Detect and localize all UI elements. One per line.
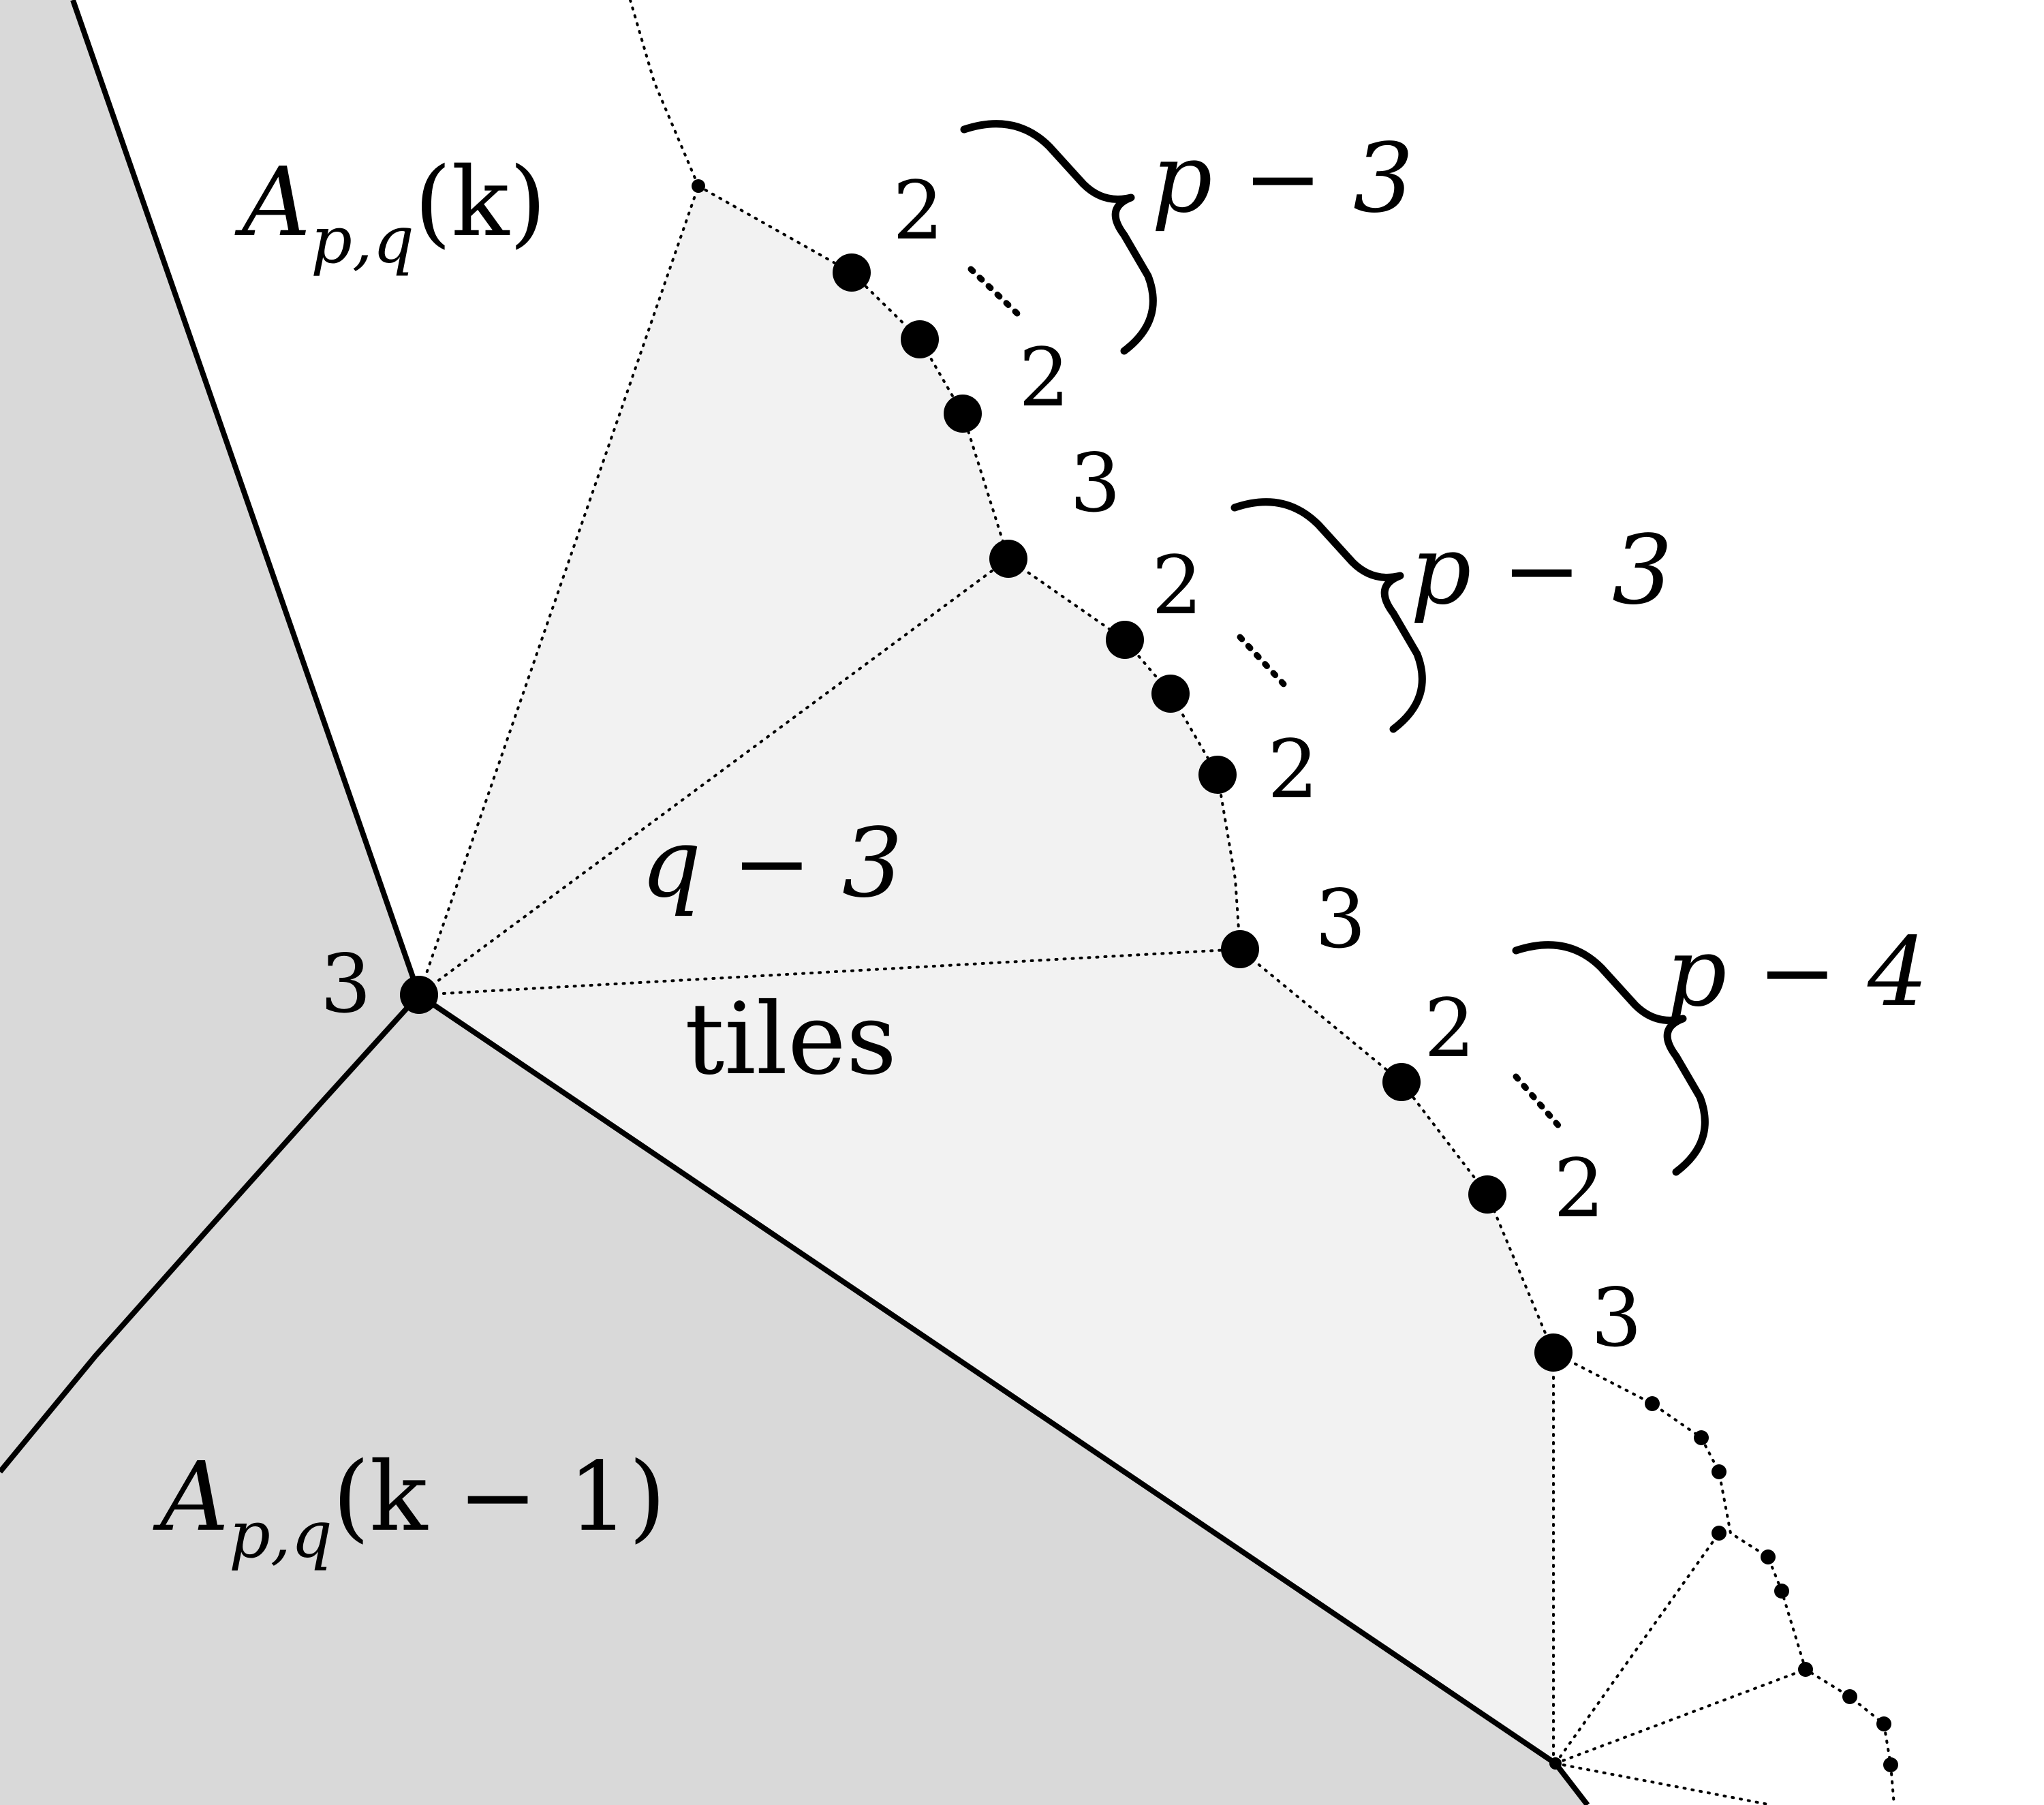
degree-label-3: 2	[1151, 538, 1203, 632]
vertex-dots	[400, 179, 1898, 1772]
vertex-b3	[1198, 756, 1237, 794]
ellipsis-1	[967, 266, 1022, 318]
vertex-a1	[833, 253, 871, 292]
label-region-k: Ap,q(k)	[234, 147, 546, 278]
vertex-small-4	[1712, 1526, 1726, 1541]
brace-label-3: p − 4	[1666, 917, 1928, 1028]
vertex-c2	[1468, 1175, 1506, 1214]
label-region-k-minus-1: Ap,q(k − 1)	[153, 1442, 666, 1573]
vertex-small-10	[1883, 1757, 1898, 1772]
degree-label-7: 2	[1553, 1141, 1605, 1235]
label-corner-degree: 3	[320, 937, 371, 1031]
vertex-b1	[1106, 621, 1144, 659]
dotted-spoke-2	[418, 557, 1010, 996]
ellipsis-3	[1513, 1073, 1564, 1131]
vertex-small-8	[1842, 1689, 1857, 1704]
label-fan-word: tiles	[685, 982, 897, 1097]
brace-2	[1230, 498, 1426, 733]
degree-label-8: 3	[1591, 1271, 1642, 1365]
region-a-k-minus-1	[0, 0, 1588, 1805]
vertex-small-9	[1876, 1716, 1891, 1731]
vertex-top-small	[692, 179, 705, 193]
boundary-lower-arc	[0, 993, 421, 1474]
label-region-k-base: A	[234, 147, 311, 258]
dotted-spoke-5	[1554, 1532, 1720, 1765]
degree-label-0: 2	[893, 164, 944, 258]
brace-label-2: p − 3	[1410, 515, 1673, 626]
dotted-spoke-3	[418, 948, 1241, 996]
label-region-k-arg: (k)	[414, 147, 546, 258]
label-region-k-minus-1-base: A	[153, 1442, 229, 1553]
brace-3	[1512, 941, 1709, 1176]
vertex-a3	[944, 395, 982, 433]
vertex-small-6	[1774, 1584, 1789, 1599]
degree-label-6: 2	[1424, 981, 1475, 1075]
vertex-a2	[901, 320, 939, 358]
degree-label-1: 2	[1019, 330, 1070, 425]
dotted-edge-outer-4	[1552, 1351, 1895, 1805]
dotted-spoke-7	[1554, 1762, 1773, 1805]
tile-fan-region	[419, 186, 1553, 1763]
degree-label-5: 3	[1315, 872, 1366, 966]
dotted-spoke-1	[418, 185, 700, 996]
vertex-small-3	[1712, 1464, 1726, 1479]
brace-1	[960, 120, 1157, 355]
vertex-small-7	[1798, 1662, 1813, 1677]
brace-label-1: p − 3	[1151, 123, 1414, 234]
ellipsis-2	[1237, 634, 1288, 688]
dotted-edge-outer-3	[1239, 948, 1555, 1354]
dotted-edge-top	[629, 0, 700, 187]
degree-label-4: 2	[1267, 722, 1318, 816]
vertex-b0	[989, 540, 1027, 578]
label-region-k-minus-1-sub: p,q	[229, 1498, 332, 1573]
label-fan-count: q − 3	[640, 808, 903, 919]
label-region-k-sub: p,q	[311, 203, 414, 278]
vertex-small-5	[1761, 1549, 1776, 1564]
vertex-corner	[400, 976, 438, 1014]
vertex-bottom-small	[1549, 1757, 1562, 1770]
vertex-c3	[1534, 1333, 1573, 1372]
boundary-left	[70, 0, 422, 996]
vertex-c1	[1382, 1063, 1421, 1101]
vertex-c0	[1221, 930, 1259, 968]
vertex-small-2	[1694, 1430, 1709, 1445]
vertex-small-1	[1645, 1396, 1660, 1411]
dotted-spoke-6	[1554, 1668, 1807, 1765]
degree-label-2: 3	[1070, 436, 1121, 530]
vertex-b2	[1151, 675, 1190, 713]
vertex-degree-labels: 2 2 3 2 2 3 2 2 3	[893, 164, 1642, 1365]
label-region-k-minus-1-arg: (k − 1)	[332, 1442, 666, 1553]
